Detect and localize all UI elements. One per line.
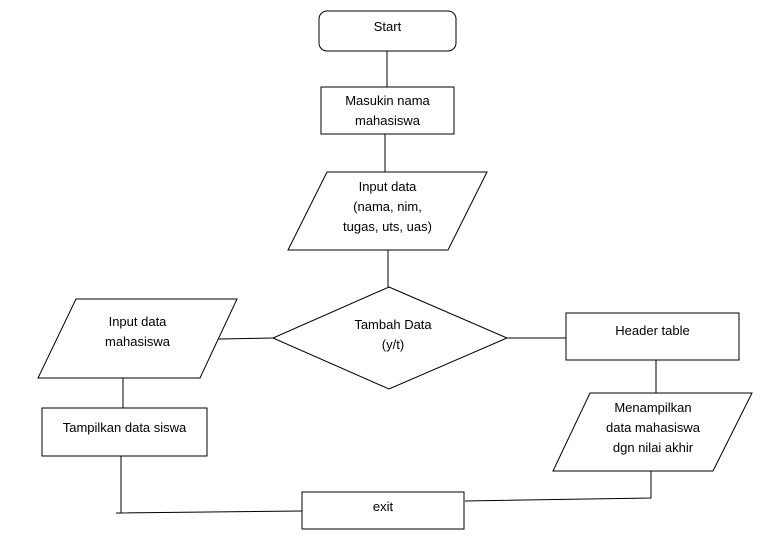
input-mahasiswa-text-line2: mahasiswa — [104, 334, 171, 349]
input-mahasiswa-parallelogram — [37, 298, 238, 379]
input-mahasiswa-label: Input data mahasiswa — [70, 310, 205, 354]
input-name-text-line2: mahasiswa — [354, 113, 421, 128]
header-table-process — [565, 312, 740, 361]
show-students-label: Tampilkan data siswa — [42, 408, 207, 448]
show-final-text-line1: Menampilkan — [614, 400, 692, 415]
exit-process — [301, 491, 465, 530]
input-data-parallelogram — [287, 171, 488, 251]
start-terminal — [318, 10, 457, 52]
show-final-label: Menampilkan data mahasiswa dgn nilai akh… — [578, 396, 728, 460]
input-mahasiswa-text-line1: Input data — [108, 314, 167, 329]
input-data-text-line2: (nama, nim, — [353, 199, 422, 214]
input-data-label: Input data (nama, nim, tugas, uts, uas) — [300, 174, 475, 240]
input-name-text-line1: Masukin nama — [345, 93, 430, 108]
input-data-text-line1: Input data — [358, 179, 417, 194]
decision-text-line2: (y/t) — [381, 337, 405, 352]
show-final-text-line2: data mahasiswa — [606, 420, 700, 435]
start-text: Start — [373, 19, 402, 34]
decision-diamond — [271, 286, 509, 390]
header-table-label: Header table — [566, 313, 739, 349]
input-name-process — [320, 86, 455, 135]
exit-label: exit — [302, 492, 464, 522]
connector-show-students-to-exit — [120, 456, 303, 514]
show-students-text: Tampilkan data siswa — [62, 420, 187, 435]
show-students-process — [41, 407, 208, 457]
decision-text-line1: Tambah Data — [354, 317, 432, 332]
header-table-text: Header table — [615, 323, 690, 338]
input-name-label: Masukin nama mahasiswa — [321, 88, 454, 134]
input-data-text-line3: tugas, uts, uas) — [343, 219, 432, 234]
show-final-text-line3: dgn nilai akhir — [612, 440, 694, 455]
show-final-parallelogram — [552, 392, 753, 472]
connector-show-final-to-exit — [464, 471, 652, 502]
exit-text: exit — [372, 499, 394, 514]
connector-decision-to-input-mahasiswa — [217, 337, 274, 340]
start-label: Start — [319, 11, 456, 43]
decision-label: Tambah Data (y/t) — [318, 314, 468, 356]
